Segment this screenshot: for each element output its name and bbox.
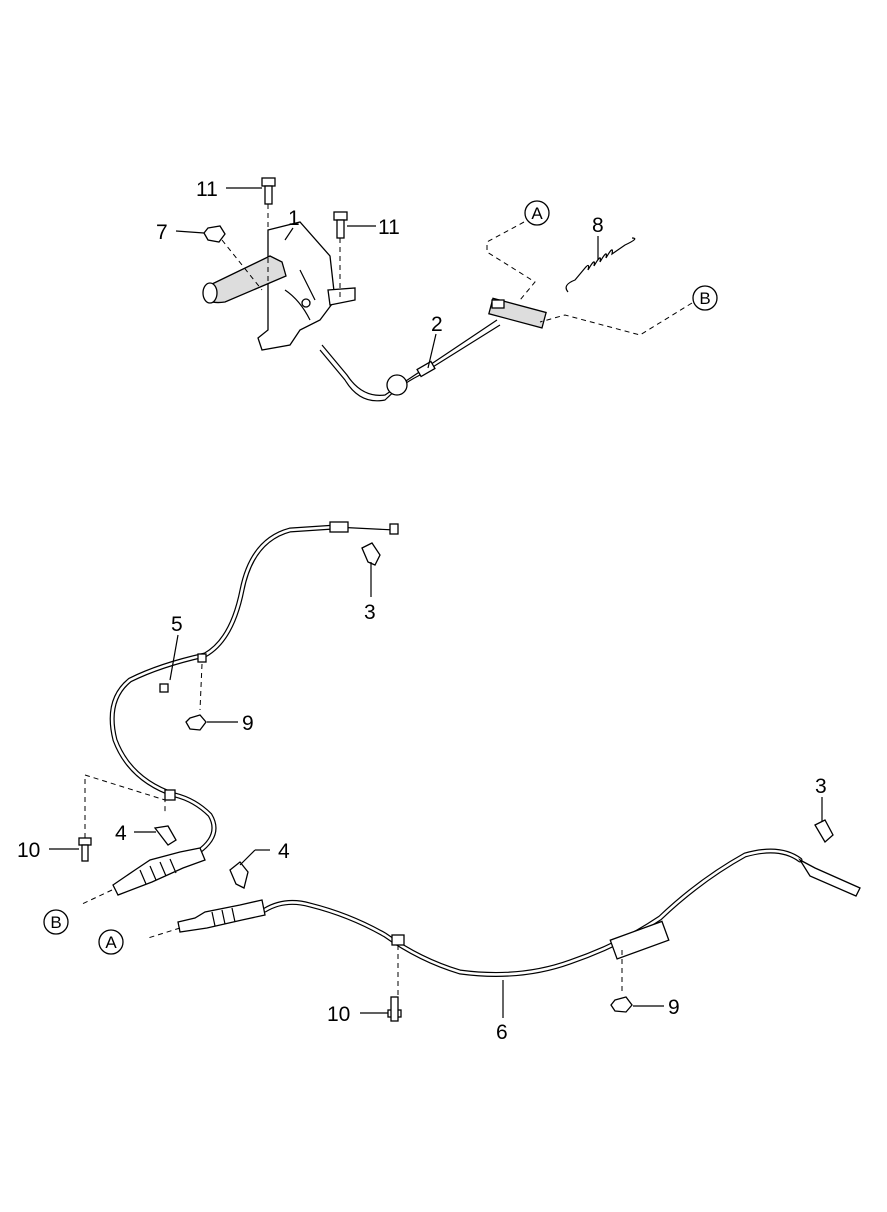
svg-text:B: B <box>50 913 61 932</box>
connector-b-top: B <box>692 285 718 311</box>
callout-2: 2 <box>431 313 443 336</box>
svg-text:A: A <box>531 204 543 223</box>
callout-4: 4 <box>115 822 127 845</box>
bolt-10-right <box>387 996 402 1022</box>
callout-1: 1 <box>288 207 300 230</box>
callout-11: 11 <box>378 216 400 239</box>
parking-brake-lever <box>202 221 356 351</box>
connector-line-b-top <box>539 302 693 336</box>
callout-7: 7 <box>156 221 168 244</box>
callout-9: 9 <box>242 712 254 735</box>
callout-10: 10 <box>327 1003 350 1026</box>
callout-5: 5 <box>171 613 183 636</box>
rear-cable-5 <box>79 521 399 906</box>
callout-6: 6 <box>496 1021 508 1044</box>
connector-b-bottom: B <box>43 909 69 935</box>
nut-9-top <box>185 714 207 731</box>
bolt-11-right <box>333 211 348 300</box>
callout-3: 3 <box>364 601 376 624</box>
nut-9-right <box>610 996 633 1013</box>
rear-cable-6 <box>147 848 861 1000</box>
callout-11: 11 <box>196 178 218 201</box>
clip-4-right <box>229 861 249 889</box>
connector-a-bottom: A <box>98 929 124 955</box>
svg-text:A: A <box>105 933 117 952</box>
clip-4-left <box>153 825 177 846</box>
callout-10: 10 <box>17 839 40 862</box>
clip-3-right <box>814 819 834 844</box>
clip-3-top <box>361 542 381 566</box>
return-spring-8 <box>565 237 636 293</box>
callout-9: 9 <box>668 996 680 1019</box>
connector-line-a-top <box>486 221 536 301</box>
callout-4: 4 <box>278 840 290 863</box>
connector-a-top: A <box>524 200 550 226</box>
callout-8: 8 <box>592 214 604 237</box>
leader-lines <box>49 187 823 1018</box>
svg-text:B: B <box>699 289 710 308</box>
front-cable-2 <box>319 297 547 402</box>
callout-3: 3 <box>815 775 827 798</box>
bolt-10-left <box>78 837 92 862</box>
bolt-11-left <box>261 177 276 290</box>
